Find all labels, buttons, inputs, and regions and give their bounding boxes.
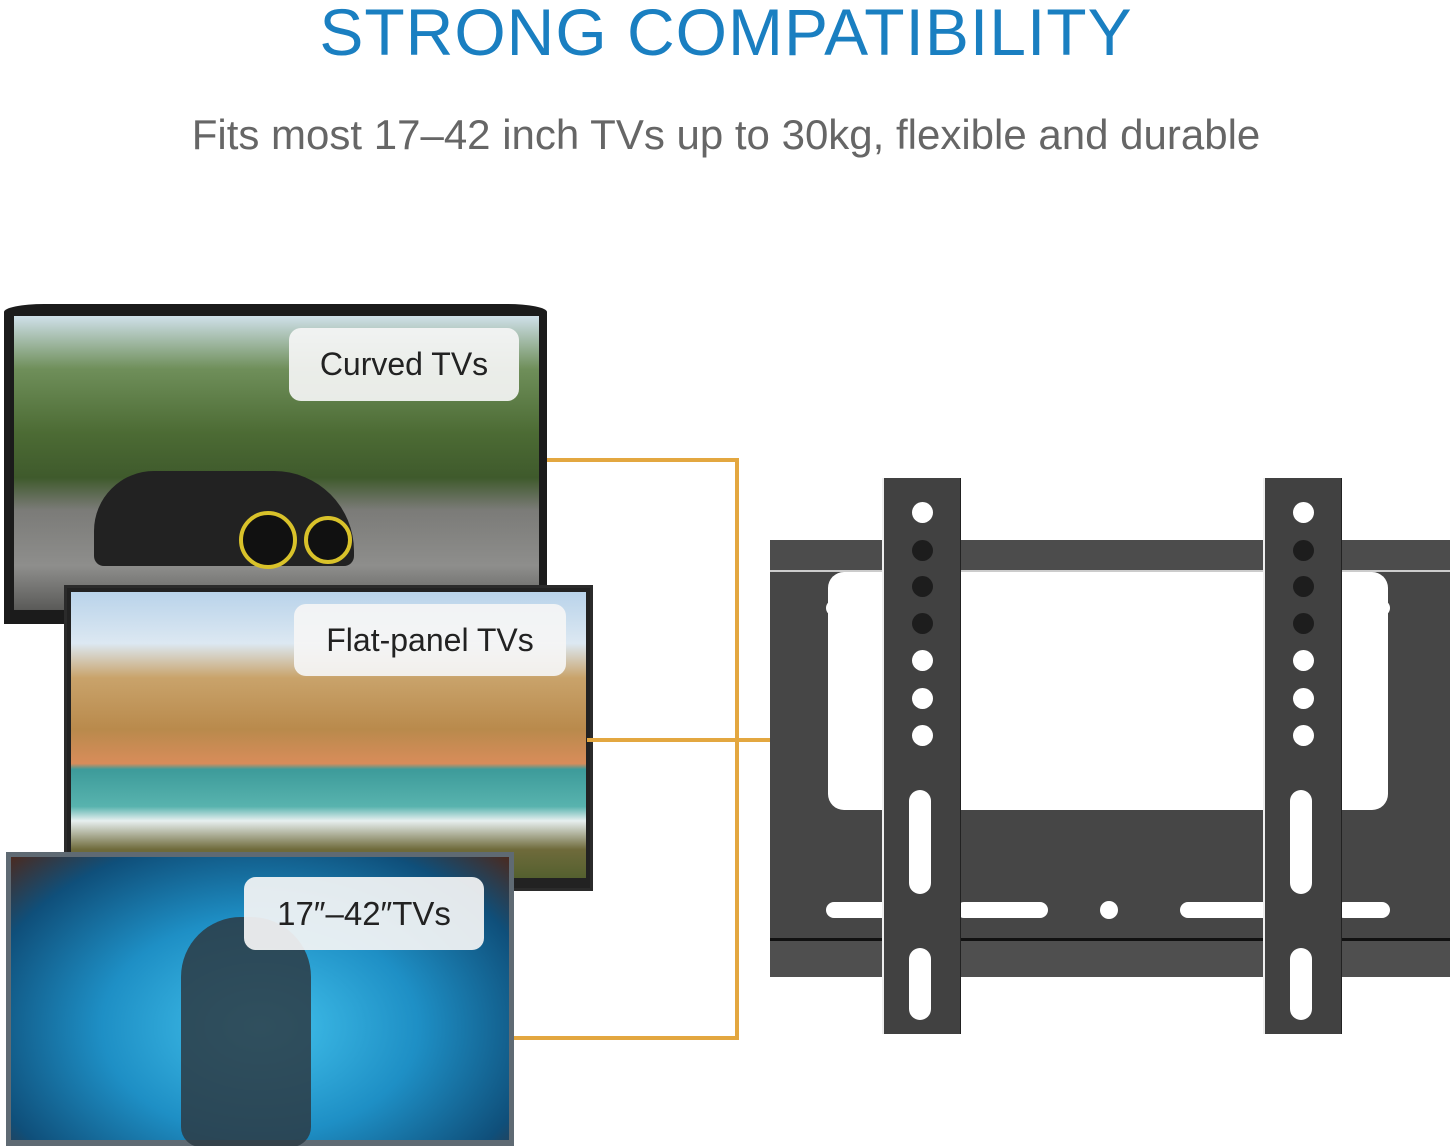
bracket-hole	[1100, 901, 1118, 919]
tv-label-curved: Curved TVs	[289, 328, 519, 401]
bracket-arm-right	[1263, 478, 1341, 1034]
bracket-slot	[1180, 600, 1274, 616]
bracket-bottom-rail	[770, 938, 1450, 977]
arm-hole	[912, 650, 933, 671]
bracket-arm-left	[882, 478, 960, 1034]
arm-slot	[909, 790, 931, 894]
bracket-slot	[956, 600, 1048, 616]
connector-line-middle	[587, 738, 772, 742]
arm-hole	[1293, 576, 1314, 597]
bracket-slot	[826, 902, 896, 918]
connector-line-top	[547, 458, 738, 462]
arm-hole	[1293, 688, 1314, 709]
arm-hole	[912, 540, 933, 561]
arm-hole	[1293, 502, 1314, 523]
arm-slot	[909, 948, 931, 1020]
car-wheel	[304, 516, 352, 564]
arm-slot	[1290, 948, 1312, 1020]
bracket-slot	[1336, 902, 1390, 918]
page-title: STRONG COMPATIBILITY	[319, 0, 1133, 69]
wall-mount-bracket	[770, 478, 1450, 1038]
arm-hole	[1293, 650, 1314, 671]
bracket-hole	[1100, 599, 1118, 617]
arm-hole	[1293, 540, 1314, 561]
connector-line-vertical	[735, 458, 739, 1040]
arm-hole	[1293, 613, 1314, 634]
arm-hole	[912, 502, 933, 523]
arm-hole	[912, 613, 933, 634]
bracket-slot	[1180, 902, 1274, 918]
arm-hole	[1293, 725, 1314, 746]
bracket-slot	[956, 902, 1048, 918]
connector-line-bottom	[514, 1036, 739, 1040]
bracket-top-rail	[770, 540, 1450, 572]
arm-hole	[912, 725, 933, 746]
bracket-slot	[1336, 600, 1390, 616]
car-wheel	[239, 511, 297, 569]
arm-hole	[912, 688, 933, 709]
diver-shape	[181, 917, 311, 1146]
page-subtitle: Fits most 17–42 inch TVs up to 30kg, fle…	[191, 111, 1261, 158]
tv-label-size-range: 17″–42″TVs	[244, 877, 484, 950]
tv-label-flat-panel: Flat-panel TVs	[294, 604, 566, 676]
bracket-slot	[826, 600, 896, 616]
arm-hole	[912, 576, 933, 597]
arm-slot	[1290, 790, 1312, 894]
